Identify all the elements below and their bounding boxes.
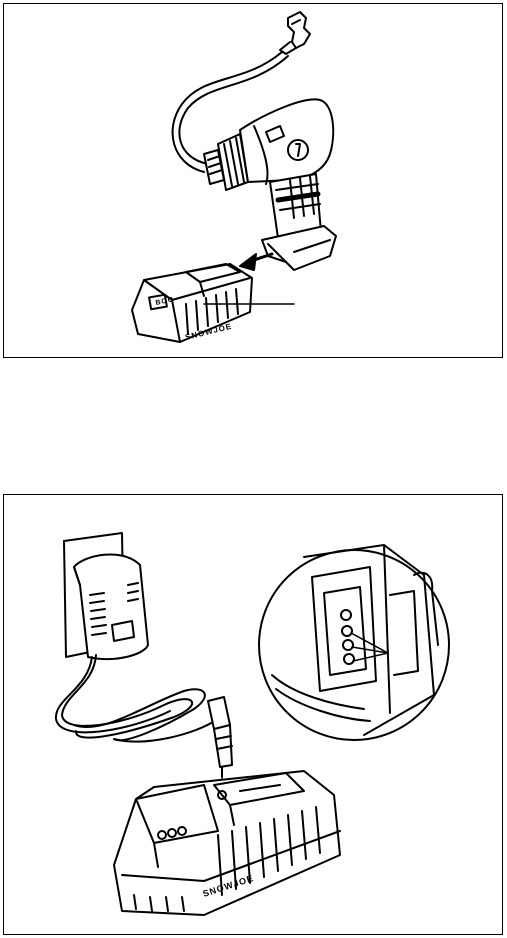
inflator-icon [204,99,336,270]
battery-removal-illustration: BOO SNOWJOE [4,4,504,359]
battery-icon [114,771,340,915]
figure-battery-removal: BOO SNOWJOE [3,3,503,358]
magnifier-icon [259,545,449,740]
charger-icon [64,533,148,659]
battery-charging-illustration: SNOWJOE [4,495,504,936]
charger-cable-icon [56,655,218,742]
arrow-icon [240,254,272,270]
hose-nozzle-icon [280,12,310,54]
charger-plug-icon [208,697,232,785]
figure-battery-charging: SNOWJOE [3,494,503,935]
